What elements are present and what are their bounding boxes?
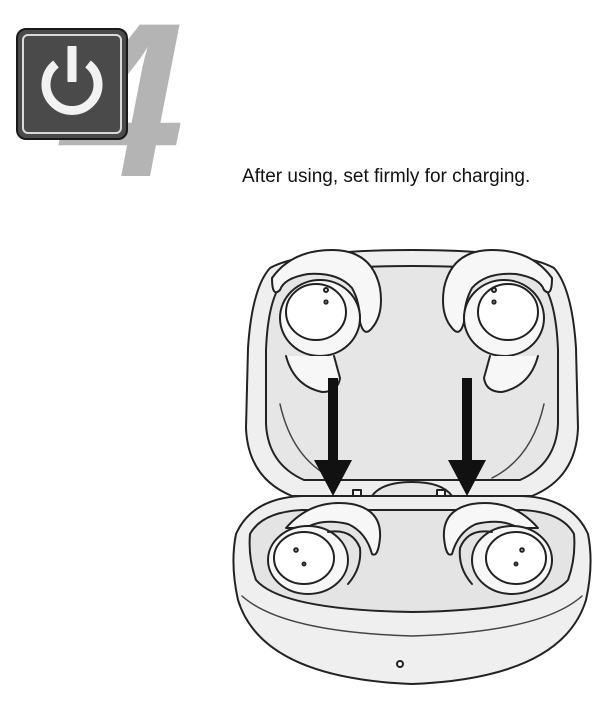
step-header: 4 [0, 0, 230, 210]
right-earbud-base [442, 502, 553, 595]
charging-led [396, 660, 404, 668]
power-badge-frame [22, 34, 122, 134]
down-arrow-icon [314, 378, 352, 496]
down-arrow-icon [448, 378, 486, 496]
earbuds-charging-case-illustration [232, 249, 592, 685]
instruction-text: After using, set firmly for charging. [242, 166, 531, 187]
left-earbud-base [267, 502, 382, 595]
power-badge [16, 28, 128, 140]
right-earbud-top [442, 249, 553, 393]
left-earbud-top [271, 249, 382, 393]
power-icon [41, 46, 103, 115]
